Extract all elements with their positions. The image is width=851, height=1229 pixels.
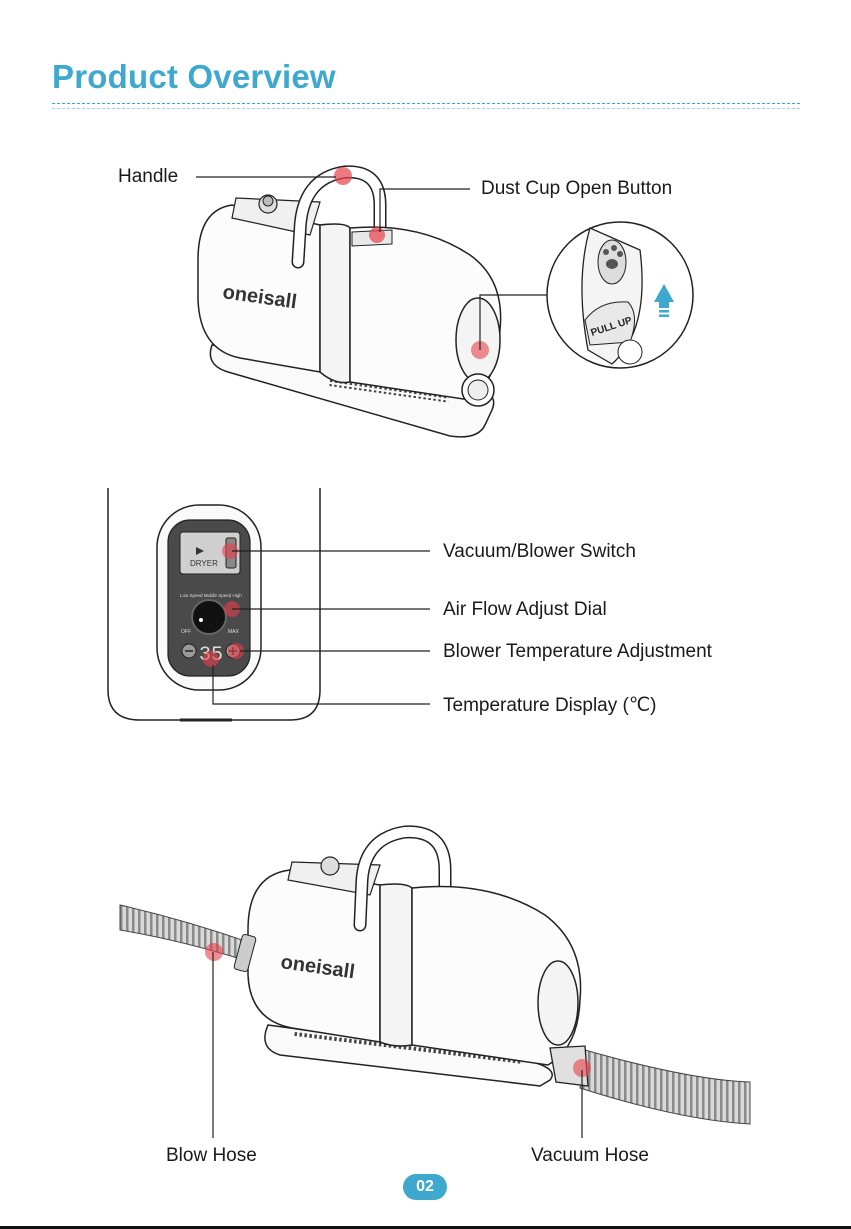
handle-label: Handle bbox=[118, 166, 178, 188]
control-panel-view: DRYER OFF MAX Low Speed Middle Speed Hig… bbox=[108, 488, 320, 720]
vacuum-hose-label: Vacuum Hose bbox=[531, 1145, 649, 1167]
temp-display-marker bbox=[203, 651, 219, 667]
vacuum-blower-switch-label: Vacuum/Blower Switch bbox=[443, 541, 636, 563]
dust-cup-marker bbox=[369, 227, 385, 243]
blow-hose-label: Blow Hose bbox=[166, 1145, 257, 1167]
svg-text:MAX: MAX bbox=[228, 629, 240, 635]
zoom-detail: PULL UP bbox=[547, 222, 693, 368]
dust-cup-open-button-label: Dust Cup Open Button bbox=[481, 178, 672, 200]
vacuum-top-view: oneisall bbox=[198, 172, 501, 437]
blow-hose-marker bbox=[205, 943, 223, 961]
air-flow-dial-label: Air Flow Adjust Dial bbox=[443, 599, 607, 621]
handle-marker bbox=[334, 167, 352, 185]
blower-temperature-label: Blower Temperature Adjustment bbox=[443, 641, 712, 663]
page-number: 02 bbox=[403, 1174, 447, 1200]
temperature-display-label: Temperature Display (℃) bbox=[443, 694, 657, 717]
svg-text:Low Speed Middle Speed High: Low Speed Middle Speed High bbox=[180, 593, 242, 598]
svg-text:DRYER: DRYER bbox=[190, 559, 218, 568]
vacuum-with-hoses: oneisall bbox=[120, 832, 750, 1124]
svg-text:OFF: OFF bbox=[181, 629, 191, 635]
